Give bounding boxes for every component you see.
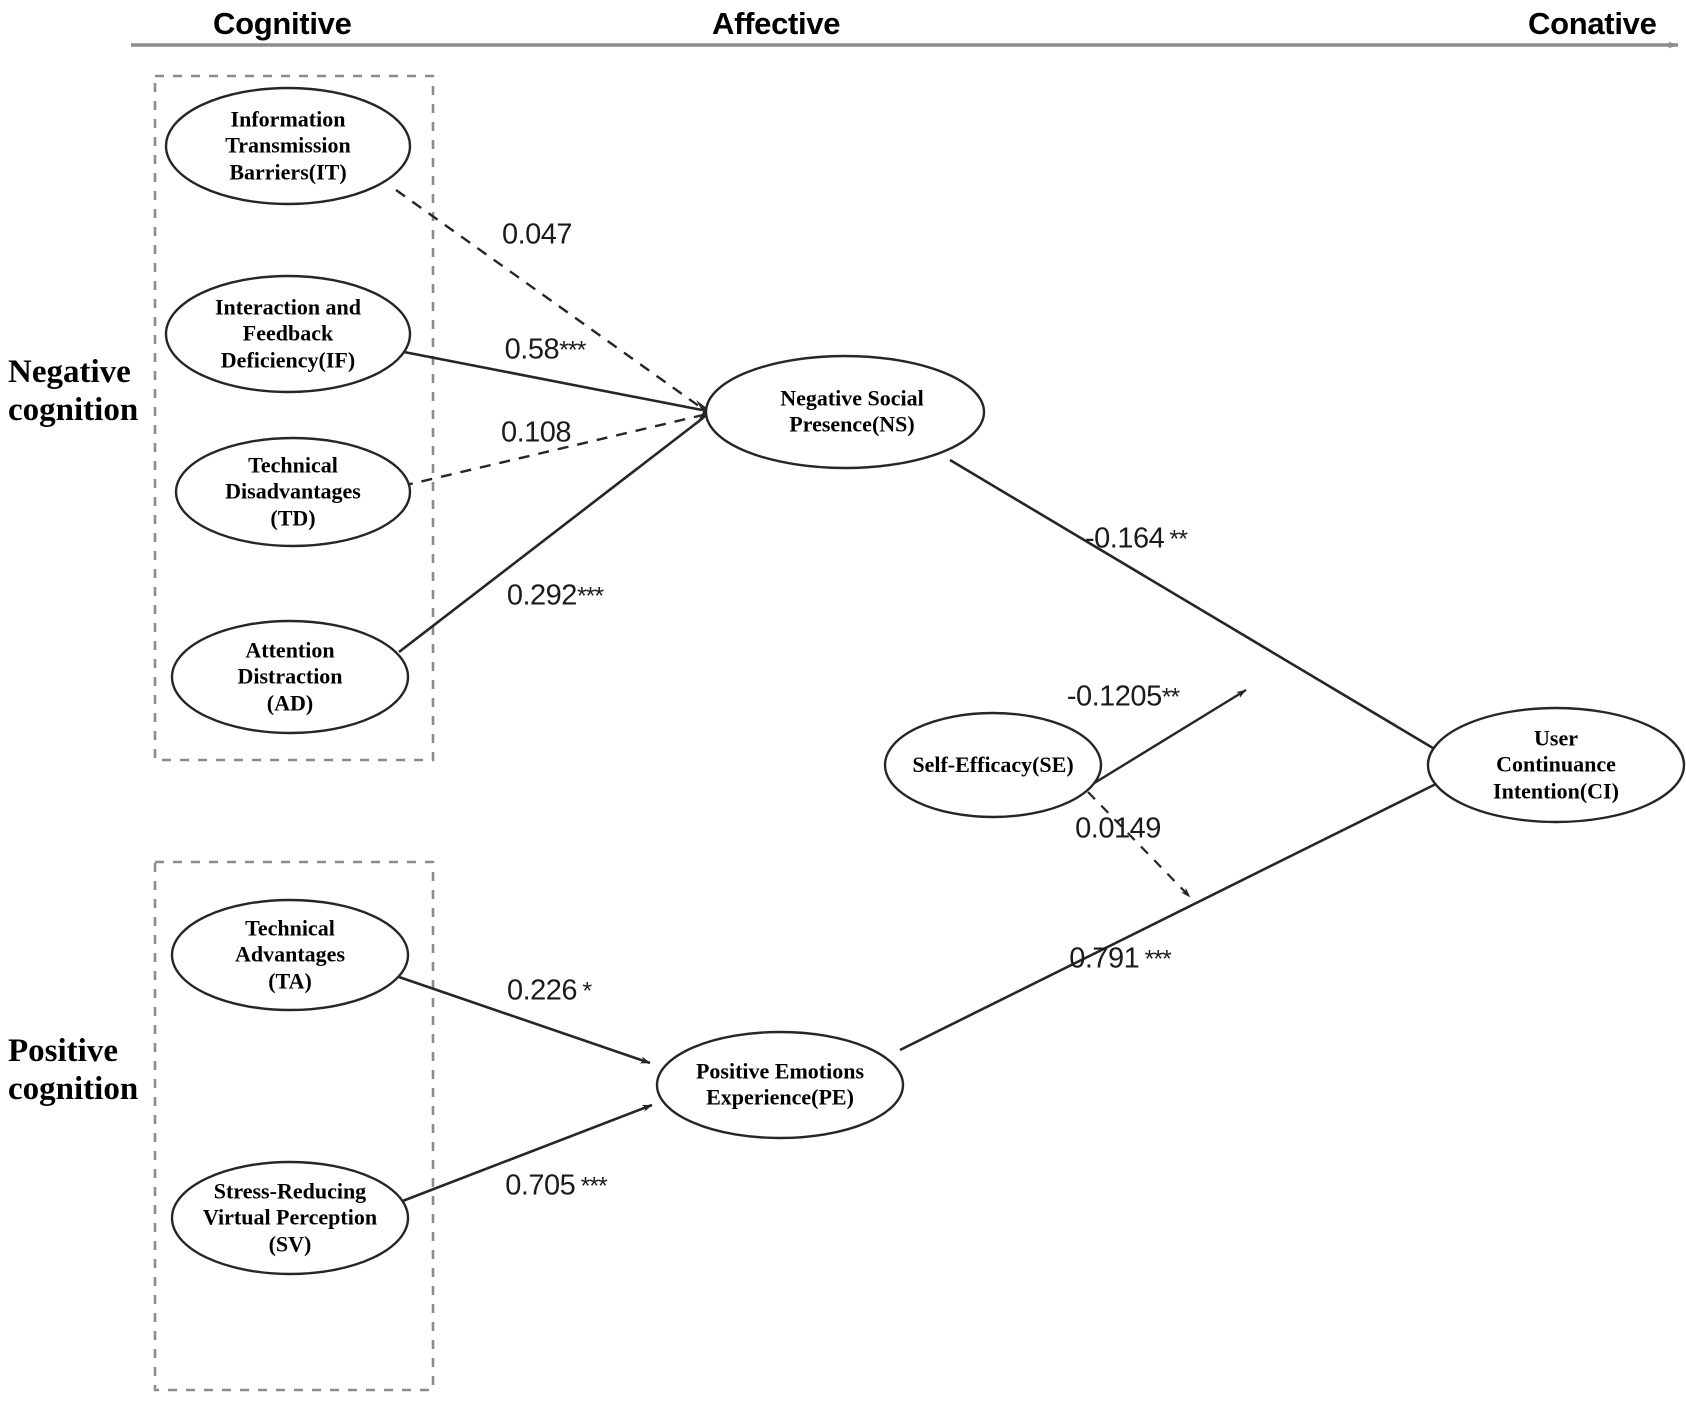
path-SE-moderation — [1087, 791, 1191, 898]
node-SE[interactable] — [883, 711, 1103, 819]
node-TA[interactable] — [170, 898, 410, 1012]
stars-PE-CI: *** — [1144, 945, 1172, 974]
coef-TD-NS: 0.108 — [500, 416, 572, 449]
path-TA-PE — [398, 975, 651, 1065]
path-label-NS-CI: -0.164 ** — [1084, 522, 1188, 556]
coef-PE-CI: 0.791 — [1069, 942, 1140, 975]
node-TD[interactable] — [174, 436, 412, 548]
path-label-IT-NS: 0.047 — [501, 218, 573, 252]
path-IF-NS — [403, 350, 703, 412]
path-label-TD-NS: 0.108 — [500, 416, 572, 450]
stars-SV-PE: *** — [580, 1172, 608, 1201]
ns-convergence-arrowhead — [696, 400, 712, 425]
stars-SE-CI: ** — [1161, 683, 1180, 712]
node-IF[interactable] — [164, 274, 412, 394]
path-SE-CI — [1082, 688, 1247, 792]
coef-TA-PE: 0.226 — [506, 974, 578, 1007]
path-label-SE-CI: -0.1205** — [1066, 680, 1180, 714]
positive-cognition-box — [153, 860, 435, 1392]
negative-cognition-box — [153, 74, 435, 762]
stars-AD-NS: *** — [576, 582, 604, 611]
path-label-TA-PE: 0.226 * — [506, 974, 592, 1008]
coef-AD-NS: 0.292 — [506, 579, 578, 612]
coef-NS-CI: -0.164 — [1084, 522, 1165, 555]
stars-IF-NS: *** — [559, 336, 586, 365]
coef-IF-NS: 0.58 — [504, 333, 560, 366]
path-AD-NS — [398, 416, 704, 654]
node-CI[interactable] — [1426, 706, 1686, 824]
node-AD[interactable] — [170, 619, 410, 735]
node-NS[interactable] — [704, 354, 986, 470]
node-IT[interactable] — [164, 86, 412, 206]
stage-label-affective: Affective — [712, 6, 841, 41]
stars-NS-CI: ** — [1169, 525, 1188, 554]
group-label-negative-cognition: Negative cognition — [8, 354, 139, 429]
path-label-IF-NS: 0.58*** — [504, 333, 587, 367]
coef-IT-NS: 0.047 — [501, 218, 573, 251]
coef-SV-PE: 0.705 — [505, 1169, 576, 1202]
node-SV[interactable] — [170, 1160, 410, 1276]
path-SV-PE — [399, 1103, 653, 1204]
path-label-SE-moderation: 0.0149 — [1075, 813, 1161, 846]
node-PE[interactable] — [655, 1030, 905, 1140]
path-label-PE-CI: 0.791 *** — [1069, 942, 1172, 976]
path-IT-NS — [395, 189, 704, 410]
path-PE-CI — [899, 777, 1447, 1052]
path-NS-CI — [949, 458, 1449, 759]
group-label-positive-cognition: Positive cognition — [8, 1033, 139, 1108]
stage-label-cognitive: Cognitive — [213, 6, 352, 41]
coef-SE-CI: -0.1205 — [1066, 680, 1162, 713]
coef-SE-moderation: 0.0149 — [1075, 812, 1161, 845]
path-label-SV-PE: 0.705 *** — [505, 1169, 608, 1203]
stars-TA-PE: * — [582, 977, 592, 1006]
path-label-AD-NS: 0.292*** — [506, 579, 604, 613]
stage-label-conative: Conative — [1528, 6, 1657, 41]
